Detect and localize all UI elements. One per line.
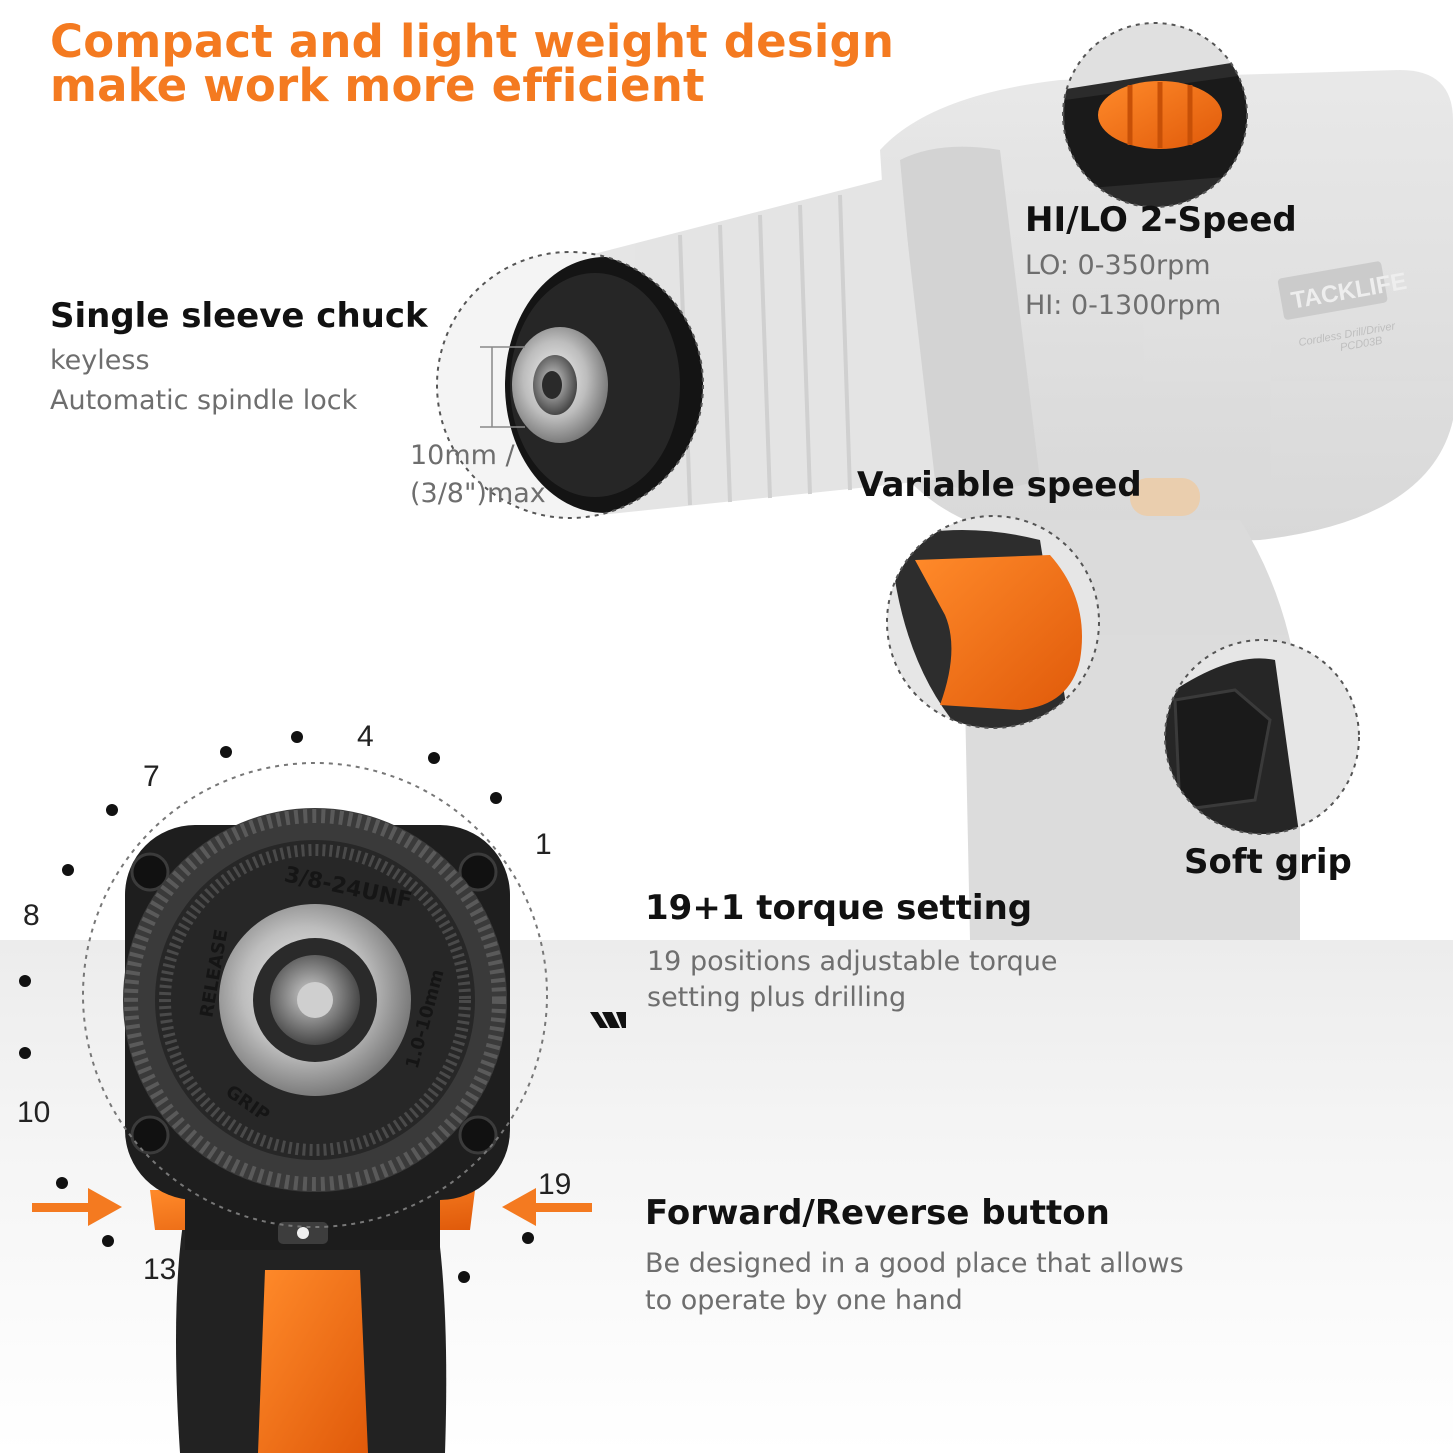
chuck-dimension-line-1: 10mm / <box>410 440 515 471</box>
ghost-led-window <box>1130 478 1200 516</box>
front-handle-orange-strip <box>258 1270 368 1453</box>
dial-label-8: 8 <box>23 899 40 932</box>
trigger-callout <box>886 515 1100 729</box>
forward-reverse-line-2: to operate by one hand <box>645 1285 963 1316</box>
right-arrow-head <box>502 1188 536 1226</box>
dial-label-13: 13 <box>143 1253 177 1286</box>
dial-label-7: 7 <box>143 760 160 793</box>
ghost-brand-plate <box>1277 261 1388 320</box>
dial-label-19: 19 <box>538 1168 572 1201</box>
torque-feature-title: 19+1 torque setting <box>645 888 1033 928</box>
left-arrow-head <box>88 1188 122 1226</box>
hilo-feature-title: HI/LO 2-Speed <box>1025 200 1297 240</box>
left-arrow-shaft <box>32 1203 94 1212</box>
headline-line-2: make work more efficient <box>50 59 705 112</box>
forward-reverse-line-1: Be designed in a good place that allows <box>645 1248 1184 1279</box>
torque-dial-dots <box>19 731 534 1283</box>
chuck-dimension-line-2: (3/8")max <box>410 478 546 509</box>
headline: Compact and light weight design make wor… <box>50 15 895 112</box>
hilo-feature-line-2: HI: 0-1300rpm <box>1025 290 1222 321</box>
soft-grip-title: Soft grip <box>1184 842 1352 882</box>
forward-reverse-title: Forward/Reverse button <box>645 1193 1110 1233</box>
torque-feature-line-1: 19 positions adjustable torque <box>647 946 1058 977</box>
headline-line-1: Compact and light weight design <box>50 15 895 68</box>
torque-icon <box>590 1012 626 1028</box>
dial-label-4: 4 <box>357 720 374 753</box>
front-screws <box>130 852 498 1155</box>
dial-label-1: 1 <box>535 828 552 861</box>
chuck-feature-line-2: Automatic spindle lock <box>50 385 358 416</box>
dial-label-10: 10 <box>17 1096 51 1129</box>
front-drill: 3/8-24UNF 1.0-10mm RELEASE GRIP <box>123 808 510 1453</box>
ghost-clutch-collar <box>900 146 1040 490</box>
hilo-switch-callout <box>1062 22 1248 208</box>
chuck-feature-title: Single sleeve chuck <box>50 296 428 336</box>
grip-callout <box>1164 639 1360 835</box>
chuck-feature-line-1: keyless <box>50 345 150 376</box>
fr-arrows <box>32 1188 592 1226</box>
torque-dial-arc <box>82 762 548 1228</box>
torque-feature-line-2: setting plus drilling <box>647 982 907 1013</box>
chuck-callout <box>436 251 704 519</box>
variable-speed-title: Variable speed <box>857 465 1142 505</box>
right-arrow-shaft <box>530 1203 592 1212</box>
hilo-feature-line-1: LO: 0-350rpm <box>1025 250 1211 281</box>
